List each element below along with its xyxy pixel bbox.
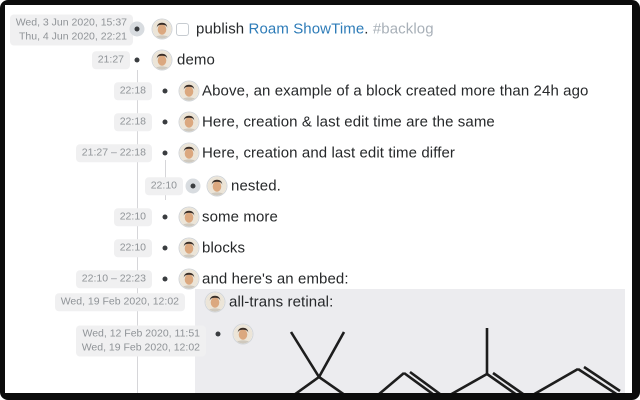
user-avatar-icon <box>152 50 172 70</box>
block-bullet[interactable] <box>162 88 168 94</box>
text-segment: publish <box>196 20 249 38</box>
text-segment: demo <box>177 51 215 69</box>
timestamp-pill: 22:18 <box>113 82 152 100</box>
timestamp-line: 22:10 <box>119 241 146 254</box>
block-text[interactable]: Here, creation & last edit time are the … <box>202 114 495 131</box>
block-bullet[interactable] <box>162 214 168 220</box>
text-segment: some more <box>202 208 278 226</box>
timestamp-line: 22:18 <box>119 84 146 97</box>
text-segment: and here's an embed: <box>202 270 349 288</box>
timestamp-pill: 22:10 <box>113 239 152 257</box>
timestamp-line: 21:27 <box>97 53 124 66</box>
text-segment: Here, creation & last edit time are the … <box>202 113 495 131</box>
user-avatar-icon <box>179 143 199 163</box>
text-segment: blocks <box>202 239 246 257</box>
text-segment: all-trans retinal: <box>229 293 334 311</box>
hashtag-link[interactable]: #backlog <box>372 20 434 38</box>
block-text[interactable]: Above, an example of a block created mor… <box>202 83 588 100</box>
block-text[interactable]: and here's an embed: <box>202 271 349 288</box>
block-bullet[interactable] <box>134 57 140 63</box>
timestamp-pill: 22:10 <box>113 208 152 226</box>
block-text[interactable]: Here, creation and last edit time differ <box>202 145 455 162</box>
user-avatar-icon <box>179 81 199 101</box>
timestamp-pill: 22:10 – 22:23 <box>75 270 152 288</box>
indent-guide-line-main <box>137 70 138 393</box>
user-avatar-icon <box>179 112 199 132</box>
block-text[interactable]: all-trans retinal: <box>229 294 333 311</box>
block-bullet[interactable] <box>162 119 168 125</box>
block-bullet[interactable] <box>162 276 168 282</box>
timestamp-line: Wed, 12 Feb 2020, 11:51 <box>82 327 200 340</box>
block-text[interactable]: demo <box>177 52 215 69</box>
timestamp-line: 22:18 <box>119 115 146 128</box>
block-bullet[interactable] <box>134 26 140 32</box>
timestamp-line: 21:27 – 22:18 <box>81 146 146 159</box>
timestamp-line: Thu, 4 Jun 2020, 22:21 <box>19 30 127 42</box>
block-text[interactable]: some more <box>202 209 278 226</box>
user-avatar-icon <box>205 292 225 312</box>
timestamp-line: 22:10 <box>150 179 177 192</box>
timestamp-pill: 22:10 <box>144 177 183 195</box>
user-avatar-icon <box>179 269 199 289</box>
timestamp-pill: 21:27 – 22:18 <box>75 144 152 162</box>
block-bullet[interactable] <box>215 331 221 337</box>
timestamp-line: Wed, 3 Jun 2020, 15:37 <box>15 16 127 29</box>
timestamp-line: Wed, 19 Feb 2020, 12:02 <box>60 295 179 308</box>
text-segment: . <box>364 20 373 38</box>
timestamp-pill: 22:18 <box>113 113 152 131</box>
user-avatar-icon <box>207 176 227 196</box>
user-avatar-icon <box>152 19 172 39</box>
block-text[interactable]: blocks <box>202 240 245 257</box>
text-segment: Here, creation and last edit time differ <box>202 144 456 162</box>
molecule-drawing <box>289 328 621 393</box>
timestamp-line: Wed, 19 Feb 2020, 12:02 <box>81 341 200 353</box>
text-segment: nested. <box>231 177 281 195</box>
block-embed-container <box>195 289 625 393</box>
user-avatar-icon <box>233 324 253 344</box>
block-bullet[interactable] <box>190 183 196 189</box>
user-avatar-icon <box>179 238 199 258</box>
page-link[interactable]: Roam ShowTime <box>248 20 365 38</box>
user-avatar-icon <box>179 207 199 227</box>
timestamp-line: 22:10 – 22:23 <box>81 272 146 285</box>
block-text[interactable]: publish Roam ShowTime. #backlog <box>196 21 434 38</box>
timestamp-pill: 21:27 <box>91 51 130 69</box>
text-segment: Above, an example of a block created mor… <box>202 82 589 100</box>
block-text[interactable]: nested. <box>231 178 281 195</box>
timestamp-line: 22:10 <box>119 210 146 223</box>
timestamp-pill: Wed, 19 Feb 2020, 12:02 <box>54 293 185 311</box>
block-bullet[interactable] <box>162 245 168 251</box>
block-bullet[interactable] <box>162 150 168 156</box>
todo-checkbox[interactable] <box>176 22 189 36</box>
